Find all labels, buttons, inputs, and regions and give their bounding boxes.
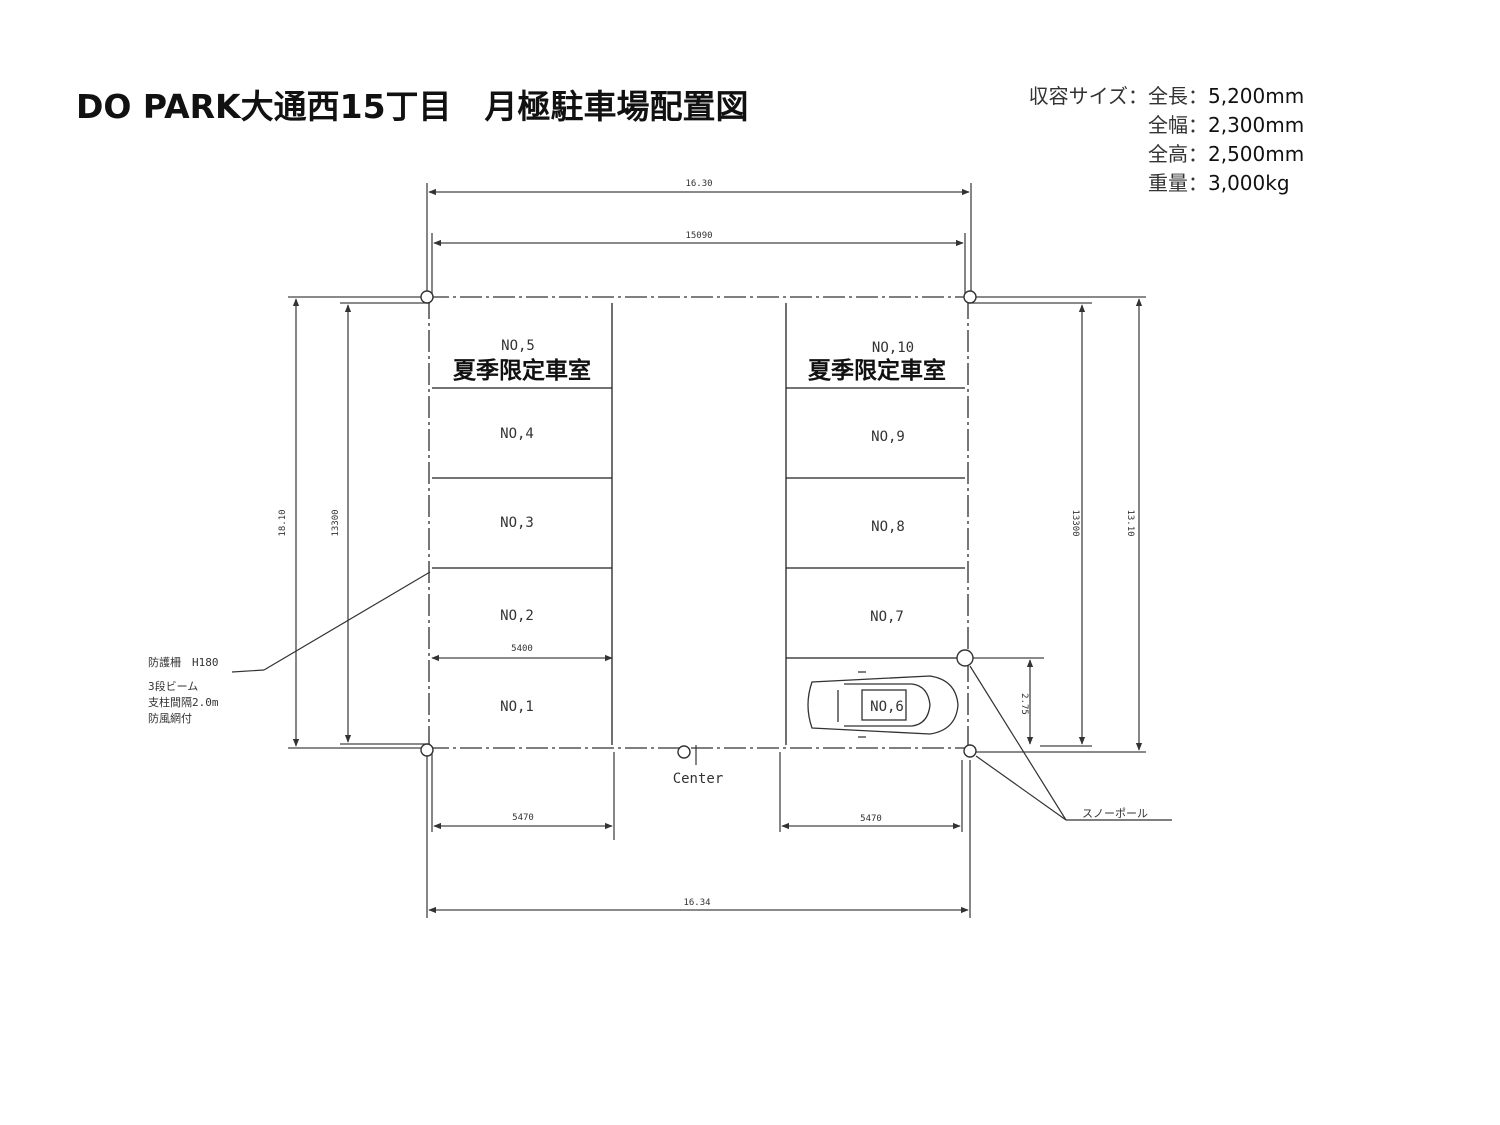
summer-only-note-left: 夏季限定車室 (453, 357, 591, 384)
bay-label-3: NO,3 (500, 515, 534, 531)
dim-bottom-left: 5470 (512, 813, 534, 823)
spec-row-length: 収容サイズ：全長： 5,200mm (990, 82, 1305, 111)
snow-pole-icon (956, 649, 974, 667)
dim-left-inner: 13300 (331, 509, 341, 536)
bay-label-4: NO,4 (500, 426, 534, 442)
fence-note-line-2: 3段ビーム (148, 679, 198, 693)
spec-value: 3,000kg (1208, 171, 1290, 195)
spec-value: 2,300mm (1208, 113, 1305, 137)
post-icon (963, 290, 977, 304)
spec-value: 5,200mm (1208, 84, 1305, 108)
snow-pole-leaders (969, 665, 1172, 821)
dim-left-outer: 18.10 (278, 509, 288, 536)
dim-bay-depth: 5400 (511, 644, 533, 654)
spec-label: 収容サイズ：全長： (1028, 84, 1208, 108)
capacity-spec: 収容サイズ：全長： 5,200mm 全幅： 2,300mm 全高： 2,500m… (990, 82, 1305, 198)
center-label: Center (673, 771, 724, 787)
dim-small-right: 2.75 (1019, 693, 1029, 715)
dim-bottom-right: 5470 (860, 814, 882, 824)
bay-outlines (432, 303, 965, 745)
spec-row-width: 全幅： 2,300mm (990, 111, 1304, 140)
bay-label-6: NO,6 (870, 699, 904, 715)
fence-note-line-4: 防風網付 (148, 711, 192, 725)
post-icon (420, 743, 434, 757)
spec-row-height: 全高： 2,500mm (990, 140, 1304, 169)
page-title: DO PARK大通西15丁目 月極駐車場配置図 (76, 87, 749, 126)
spec-label: 全高： (1148, 142, 1208, 166)
dim-bottom-total: 16.34 (683, 898, 710, 908)
bay-label-1: NO,1 (500, 699, 534, 715)
dim-top-inner: 15090 (685, 231, 712, 241)
dim-right-inner: 13300 (1070, 509, 1080, 536)
spec-row-weight: 重量： 3,000kg (990, 169, 1304, 198)
dim-top-outer: 16.30 (685, 179, 712, 189)
bay-label-2: NO,2 (500, 608, 534, 624)
spec-value: 2,500mm (1208, 142, 1305, 166)
bay-label-9: NO,9 (871, 429, 905, 445)
post-icon (420, 290, 434, 304)
corner-posts (420, 290, 977, 759)
bay-label-10: NO,10 (872, 340, 914, 356)
car-icon (807, 671, 959, 738)
post-icon (963, 744, 977, 758)
fence-note-line-3: 支柱間隔2.0m (148, 695, 219, 709)
bay-label-7: NO,7 (870, 609, 904, 625)
summer-only-note-right: 夏季限定車室 (808, 357, 946, 384)
fence-note-line-1: 防護柵 H180 (148, 655, 219, 669)
dim-right-outer: 13.10 (1125, 509, 1135, 536)
bay-label-5: NO,5 (501, 338, 535, 354)
site-boundary (427, 296, 970, 749)
spec-label: 全幅： (1148, 113, 1208, 137)
center-post-icon (677, 745, 691, 759)
spec-label: 重量： (1148, 171, 1208, 195)
bay-label-8: NO,8 (871, 519, 905, 535)
dimension-lines (288, 183, 1146, 918)
snow-pole-label: スノーポール (1082, 807, 1148, 820)
